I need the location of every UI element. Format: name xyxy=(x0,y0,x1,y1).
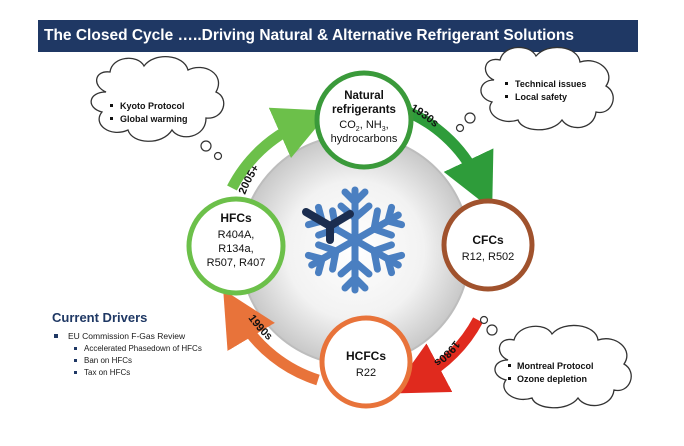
nh3-main: NH xyxy=(366,119,382,131)
driver-sub-item: Ban on HFCs xyxy=(52,356,202,365)
page-title: The Closed Cycle …..Driving Natural & Al… xyxy=(44,27,574,44)
cloud-montreal-shape xyxy=(494,324,632,409)
cloud-technical-shape xyxy=(480,46,614,131)
hfcs-line4: R507, R407 xyxy=(207,257,266,269)
cloud-kyoto-line1: Kyoto Protocol xyxy=(120,101,185,111)
hfcs-line3: R134a, xyxy=(218,243,253,255)
arrow-2005 xyxy=(227,107,331,191)
title-bar: The Closed Cycle …..Driving Natural & Al… xyxy=(38,20,638,52)
cloud-montreal: Montreal Protocol Ozone depletion xyxy=(479,315,632,409)
hfcs-heading: HFCs xyxy=(220,211,252,225)
chevron-mark-icon xyxy=(302,208,354,244)
nh3-sub: 3 xyxy=(382,126,386,133)
co2-main: CO xyxy=(339,119,356,131)
hcfcs-items: R22 xyxy=(356,367,376,379)
natural-line4: hydrocarbons xyxy=(331,133,398,145)
current-drivers: Current Drivers EU Commission F-Gas Revi… xyxy=(52,310,202,380)
arrow-1990s xyxy=(223,289,320,386)
cloud-technical-line2: Local safety xyxy=(515,92,567,102)
cloud-montreal-line1: Montreal Protocol xyxy=(517,361,594,371)
stage-hfcs-circle xyxy=(186,196,286,296)
natural-line3: CO2, NH3, xyxy=(339,119,388,133)
cfcs-items: R12, R502 xyxy=(462,251,515,263)
co2-sub: 2 xyxy=(356,126,360,133)
cloud-technical: Technical issues Local safety xyxy=(455,46,614,133)
cfcs-heading: CFCs xyxy=(472,233,504,247)
cloud-kyoto-shape xyxy=(90,56,225,142)
current-drivers-heading: Current Drivers xyxy=(52,310,148,325)
cloud-technical-line1: Technical issues xyxy=(515,79,586,89)
hcfcs-heading: HCFCs xyxy=(346,349,386,363)
arrow-1980s xyxy=(390,317,483,394)
driver-main-item: EU Commission F-Gas Review xyxy=(52,331,202,341)
cloud-kyoto-line2: Global warming xyxy=(120,114,188,124)
cloud-kyoto: Kyoto Protocol Global warming xyxy=(90,56,225,161)
driver-sub-item: Accelerated Phasedown of HFCs xyxy=(52,344,202,353)
driver-sub-item: Tax on HFCs xyxy=(52,368,202,377)
hfcs-line2: R404A, xyxy=(218,229,255,241)
stage-cfcs-circle xyxy=(441,198,535,292)
stage-natural-circle xyxy=(314,70,414,170)
natural-line2: refrigerants xyxy=(332,104,396,116)
natural-line1: Natural xyxy=(344,90,384,102)
cloud-montreal-line2: Ozone depletion xyxy=(517,374,587,384)
stage-hcfcs-circle xyxy=(319,315,413,409)
